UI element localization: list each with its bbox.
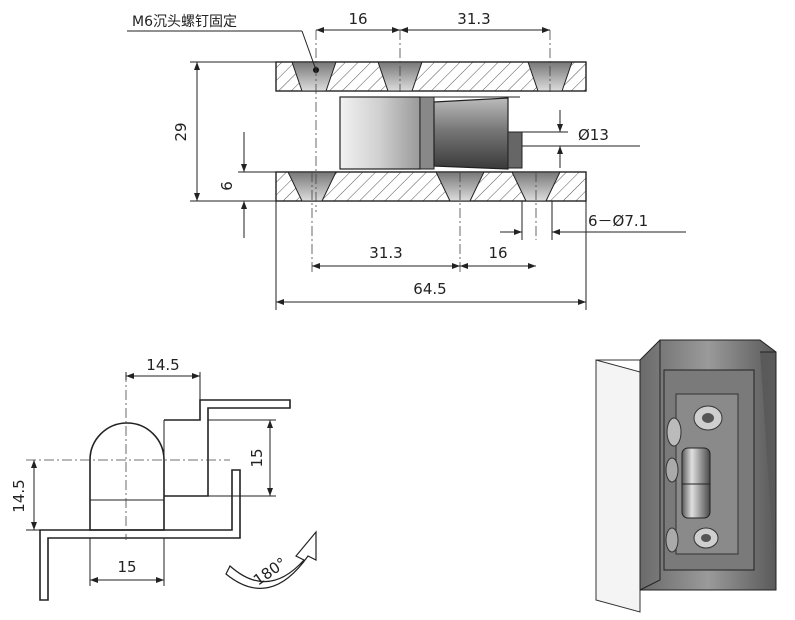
overall-dimension: 64.5: [275, 201, 587, 310]
side-dim-right: 15: [248, 448, 266, 467]
bottom-dimensions: 31.3 16: [312, 244, 536, 269]
side-view: 14.5 15 14.5 15 180°: [10, 356, 317, 601]
dim-bottom-31-3: 31.3: [369, 244, 402, 262]
dim-bottom-16: 16: [488, 244, 507, 262]
hinge-barrel: [339, 96, 523, 170]
screw-note-text: M6沉头螺钉固定: [132, 14, 237, 30]
dim-top-31-3: 31.3: [457, 10, 490, 28]
screw-note: M6沉头螺钉固定: [127, 14, 317, 71]
plate-thickness-dimension: 6: [218, 132, 276, 238]
side-dim-left: 14.5: [10, 479, 28, 512]
height-dimension: 29: [172, 61, 276, 202]
side-dim-top: 14.5: [146, 356, 179, 374]
dim-height-29: 29: [172, 122, 190, 141]
dim-diameter-13: Ø13: [578, 126, 609, 144]
rotation-arrow-icon: [225, 530, 317, 589]
top-plate: [275, 61, 587, 92]
hinge-3d-render: [595, 339, 777, 613]
front-section-view: M6沉头螺钉固定 16 31.3 29 6: [127, 10, 686, 310]
dim-plate-6: 6: [218, 181, 236, 191]
side-dim-bottom: 15: [117, 558, 136, 576]
bottom-plate: [275, 171, 587, 202]
diameter-dimension: Ø13: [522, 110, 640, 168]
dim-overall-64-5: 64.5: [413, 280, 446, 298]
dim-holes: 6－Ø7.1: [588, 212, 648, 230]
top-dimensions: 16 31.3: [316, 10, 550, 33]
dim-top-16: 16: [348, 10, 367, 28]
hole-dimension: 6－Ø7.1: [500, 201, 686, 240]
